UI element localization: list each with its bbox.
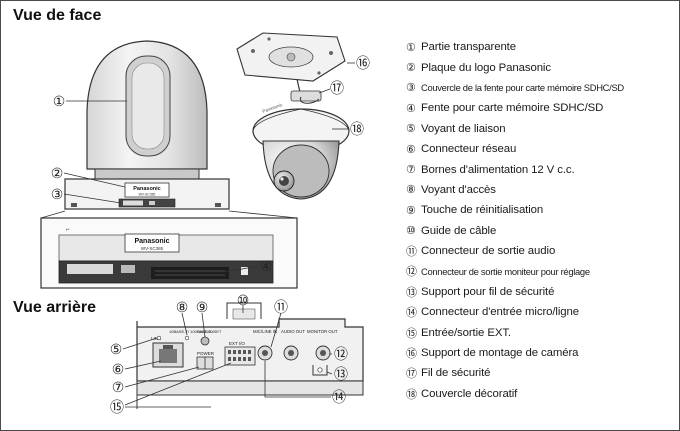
- camera-diagram: Panasonic WV-SC385 ⌐ Panasonic WV-SC385: [40, 32, 370, 415]
- callout-8: ⑧: [176, 299, 189, 315]
- callout-11: ⑪: [274, 299, 288, 315]
- callout-2: ②: [51, 165, 64, 181]
- callout-1: ①: [53, 93, 66, 109]
- callout-12: ⑫: [334, 346, 348, 362]
- monitor-out-text: MONITOR OUT: [307, 329, 338, 334]
- inset-model: WV-SC385: [141, 246, 164, 251]
- init-set-text: INITIAL SET: [199, 329, 222, 334]
- callout-16: ⑯: [356, 55, 370, 71]
- callout-13: ⑬: [334, 366, 348, 382]
- front-camera: Panasonic WV-SC385: [64, 40, 230, 210]
- leader-lines: [63, 62, 355, 408]
- audio-out-text: AUDIO OUT: [281, 329, 305, 334]
- speed-text: 10BASE-T/ 100BASE-TX: [169, 329, 214, 334]
- inset-brand: Panasonic: [134, 238, 169, 245]
- mount-bracket: [236, 32, 346, 98]
- callout-3: ③: [51, 186, 64, 202]
- front-view-heading: Vue de face: [13, 7, 102, 24]
- callout-17: ⑰: [330, 80, 344, 96]
- callout-14: ⑭: [332, 389, 346, 405]
- callout-5: ⑤: [110, 341, 123, 357]
- callout-6: ⑥: [112, 361, 125, 377]
- power-text: POWER: [197, 351, 215, 356]
- callout-15: ⑮: [110, 399, 124, 415]
- sd-slot-inset: ⌐ Panasonic WV-SC385: [40, 210, 298, 289]
- ext-io-text: EXT I/O: [229, 341, 245, 346]
- callout-9: ⑨: [196, 299, 209, 315]
- dome-camera: Panasonic: [252, 90, 350, 200]
- rear-view-heading: Vue arrière: [13, 299, 97, 316]
- rear-panel: LINK 10BASE-T/ 100BASE-TX INITIAL SET PO…: [136, 302, 364, 409]
- callout-7: ⑦: [112, 379, 125, 395]
- callout-10: ⑩: [237, 292, 250, 308]
- callout-18: ⑱: [350, 121, 364, 137]
- svg-text:⌐: ⌐: [66, 227, 70, 233]
- logo-plate-brand: Panasonic: [133, 186, 161, 192]
- logo-plate-model: WV-SC385: [139, 193, 156, 197]
- mic-in-text: MIC/LINE IN: [253, 329, 277, 334]
- callout-4: ④: [260, 258, 273, 274]
